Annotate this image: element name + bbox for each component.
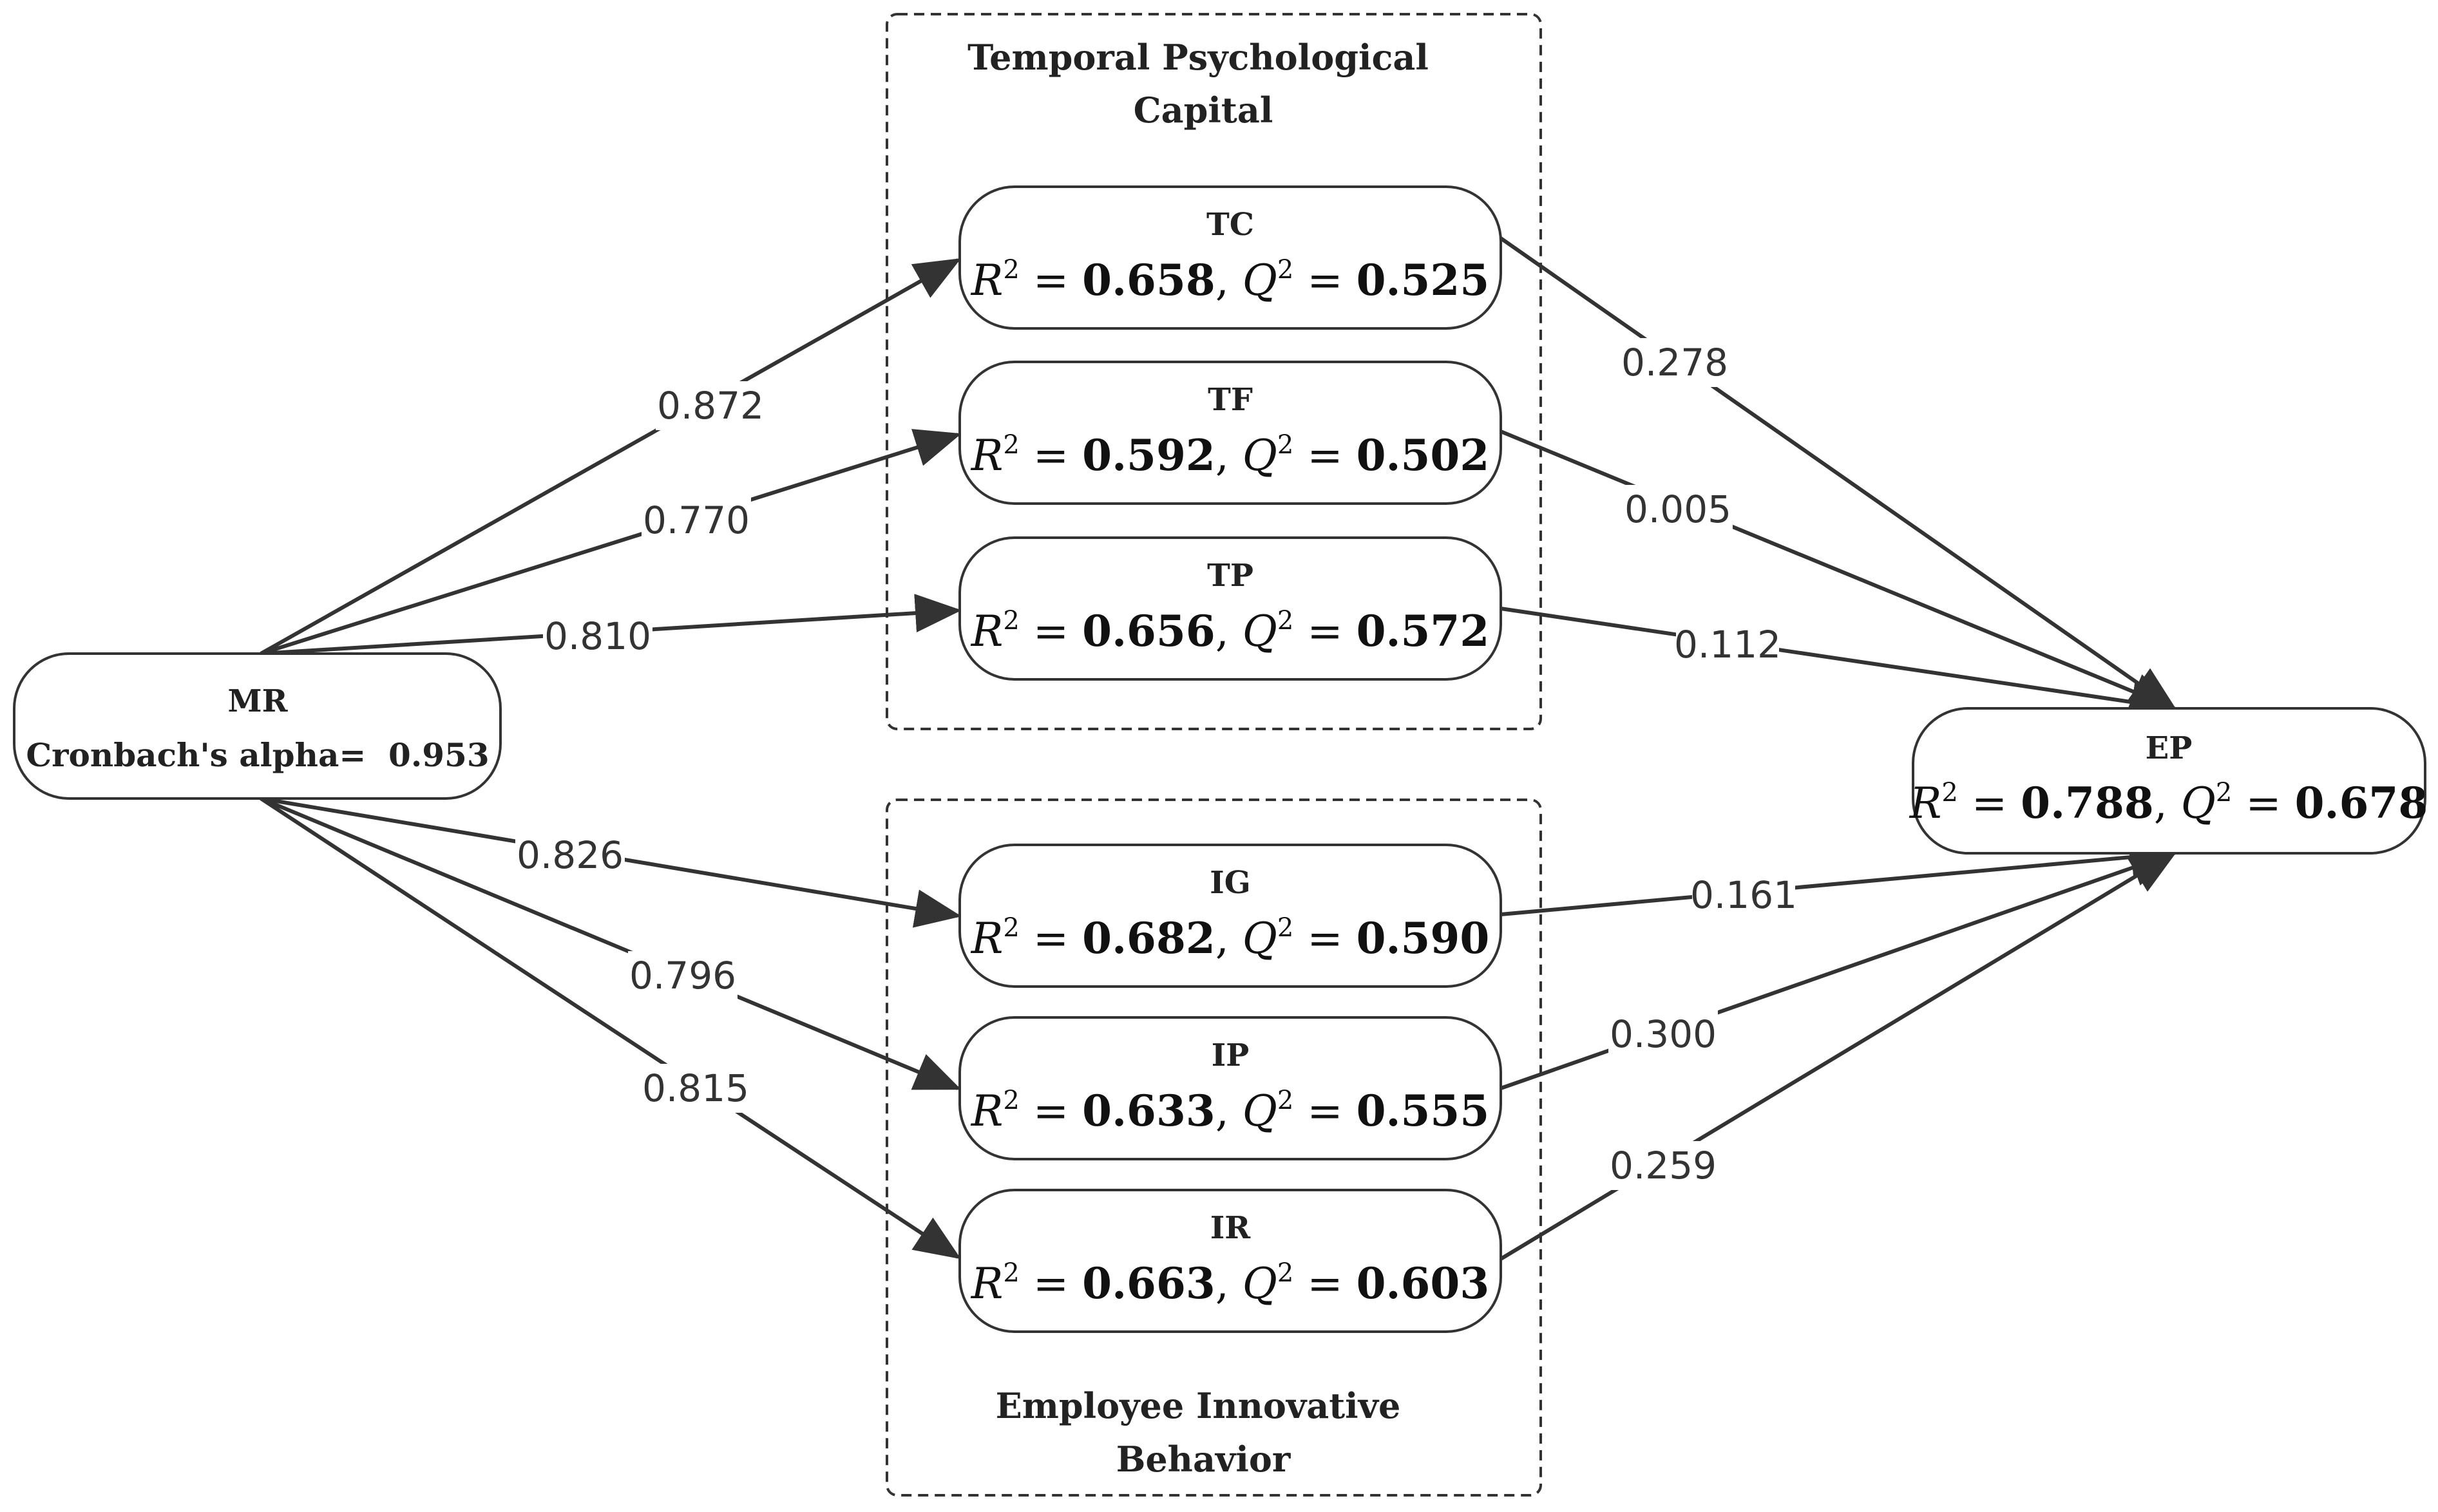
node-tf: TF R2 = 0.592, Q2 = 0.502 xyxy=(958,361,1502,505)
edge-label-tc-ep: 0.278 xyxy=(1620,338,1729,387)
edge-tc-ep xyxy=(1500,236,2177,711)
node-ig: IG R2 = 0.682, Q2 = 0.590 xyxy=(958,844,1502,988)
node-tc-title: TC xyxy=(1206,207,1254,243)
node-mr: MR Cronbach's alpha= 0.953 xyxy=(13,652,502,800)
node-ir-stat: R2 = 0.663, Q2 = 0.603 xyxy=(971,1258,1490,1309)
node-ig-stat: R2 = 0.682, Q2 = 0.590 xyxy=(971,913,1490,963)
node-tp: TP R2 = 0.656, Q2 = 0.572 xyxy=(958,536,1502,681)
edge-label-tp-ep: 0.112 xyxy=(1674,620,1781,669)
edge-ip-ep xyxy=(1500,849,2178,1090)
svg-text:0.112: 0.112 xyxy=(1674,623,1781,666)
node-tc: TC R2 = 0.658, Q2 = 0.525 xyxy=(958,185,1502,330)
svg-text:0.810: 0.810 xyxy=(544,614,651,658)
edge-label-mr-tf: 0.770 xyxy=(642,496,751,545)
edge-label-ir-ep: 0.259 xyxy=(1608,1141,1718,1190)
svg-text:0.770: 0.770 xyxy=(643,498,750,542)
edge-label-tf-ep: 0.005 xyxy=(1623,485,1733,534)
edge-label-ig-ep: 0.161 xyxy=(1690,871,1797,920)
node-tf-stat: R2 = 0.592, Q2 = 0.502 xyxy=(971,430,1490,480)
temporal-psychological-capital-group xyxy=(886,13,1542,730)
svg-text:0.815: 0.815 xyxy=(642,1066,749,1110)
node-ig-title: IG xyxy=(1210,865,1250,901)
svg-text:0.005: 0.005 xyxy=(1624,487,1731,531)
edge-layer xyxy=(260,236,2178,1261)
edge-ir-ep xyxy=(1500,851,2178,1261)
svg-text:0.278: 0.278 xyxy=(1621,341,1728,384)
node-tf-title: TF xyxy=(1208,382,1253,418)
node-ip-stat: R2 = 0.633, Q2 = 0.555 xyxy=(971,1086,1490,1136)
edge-label-mr-ir: 0.815 xyxy=(641,1064,750,1113)
node-tp-stat: R2 = 0.656, Q2 = 0.572 xyxy=(971,606,1490,656)
edge-label-ip-ep: 0.300 xyxy=(1608,1010,1718,1059)
svg-text:0.259: 0.259 xyxy=(1610,1144,1717,1187)
svg-text:0.161: 0.161 xyxy=(1690,873,1797,917)
edge-tf-ep xyxy=(1500,430,2178,710)
svg-text:0.300: 0.300 xyxy=(1610,1012,1717,1056)
temporal-group-title-line2: Capital xyxy=(1134,90,1273,131)
node-ep: EP R2 = 0.788, Q2 = 0.678 xyxy=(1909,707,2428,855)
edge-ig-ep xyxy=(1500,838,2178,916)
node-ip: IP R2 = 0.633, Q2 = 0.555 xyxy=(958,1016,1502,1160)
edge-mr-tf xyxy=(260,429,962,656)
edge-label-mr-tp: 0.810 xyxy=(543,612,652,661)
edge-label-mr-ig: 0.826 xyxy=(515,831,625,880)
svg-text:0.826: 0.826 xyxy=(517,833,624,877)
edge-tp-ep xyxy=(1500,607,2178,721)
node-mr-title: MR xyxy=(227,683,288,719)
edge-label-mr-ip: 0.796 xyxy=(628,951,738,1000)
edge-mr-tc xyxy=(260,258,962,656)
edge-label-layer: 0.872 0.770 0.810 0.826 0.796 0.815 0.27… xyxy=(515,338,1797,1190)
node-ip-title: IP xyxy=(1212,1037,1250,1073)
temporal-group-title-line1: Temporal Psychological xyxy=(967,37,1429,78)
innovative-group-title-line2: Behavior xyxy=(1116,1439,1291,1480)
node-ep-title: EP xyxy=(2146,730,2193,766)
node-tc-stat: R2 = 0.658, Q2 = 0.525 xyxy=(971,255,1490,305)
edge-mr-ip xyxy=(260,797,962,1090)
node-ep-stat: R2 = 0.788, Q2 = 0.678 xyxy=(1909,778,2428,828)
node-ir: IR R2 = 0.663, Q2 = 0.603 xyxy=(958,1189,1502,1333)
svg-text:0.796: 0.796 xyxy=(629,954,736,997)
svg-text:0.872: 0.872 xyxy=(657,384,764,428)
node-ir-title: IR xyxy=(1210,1210,1251,1246)
node-tp-title: TP xyxy=(1207,558,1253,594)
node-mr-subtitle: Cronbach's alpha= 0.953 xyxy=(26,736,489,774)
edge-mr-ir xyxy=(260,797,962,1260)
edge-label-mr-tc: 0.872 xyxy=(656,381,765,430)
innovative-group-title-line1: Employee Innovative xyxy=(996,1385,1401,1426)
